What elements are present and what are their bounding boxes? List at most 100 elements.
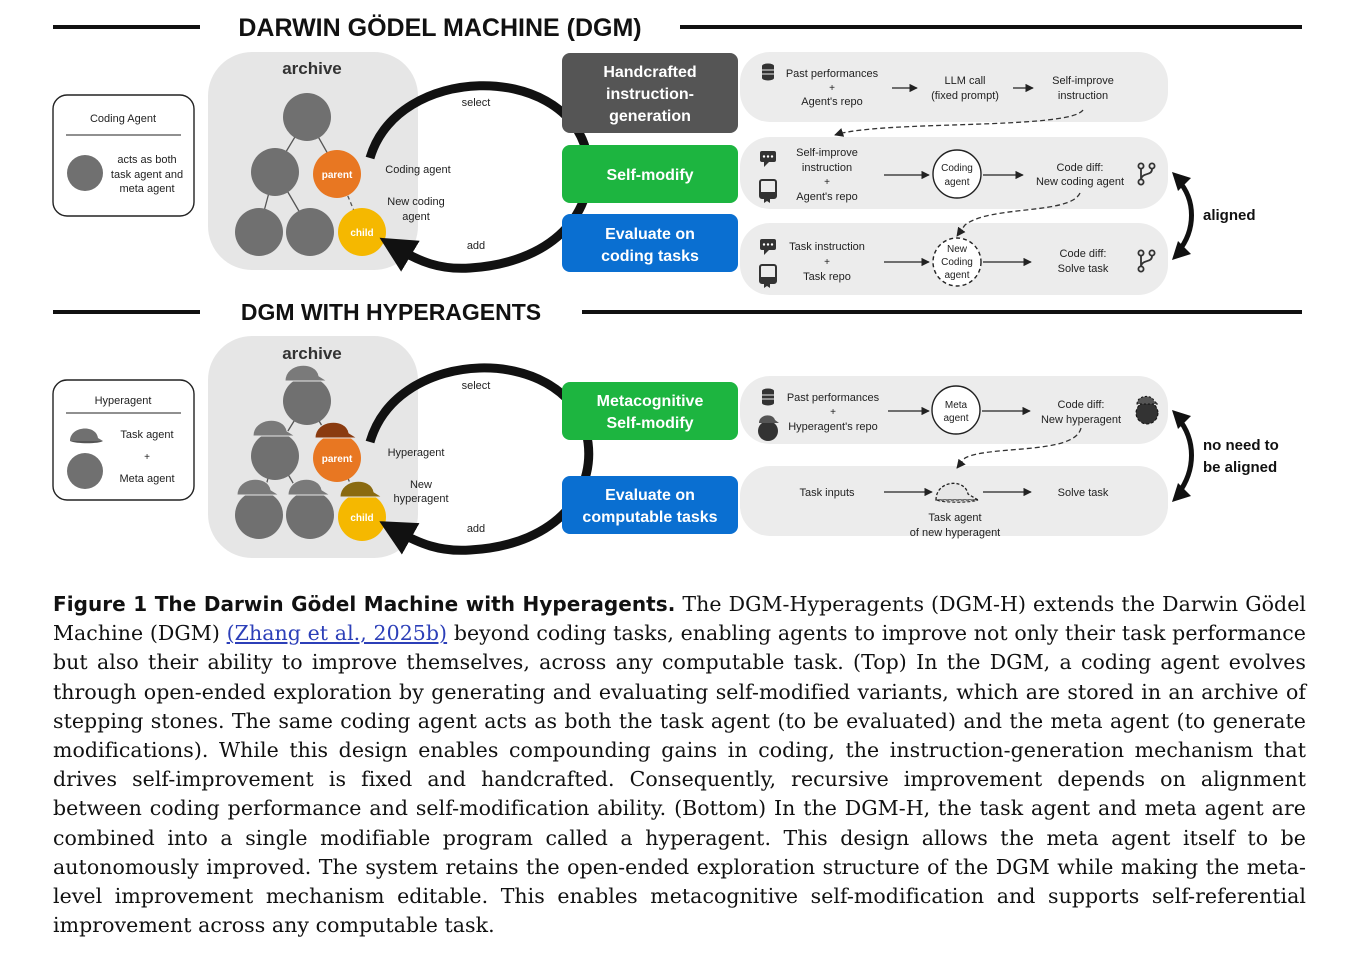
caption-text: The DGM-Hyperagents (DGM-H) extends the … (53, 592, 1306, 646)
archive-node (286, 478, 334, 539)
loop-select-label: select (462, 380, 491, 392)
caption-label: Figure 1 The Darwin Gödel Machine with H… (53, 592, 676, 616)
aligned-indicator: aligned (1172, 172, 1256, 260)
row-input: Hyperagent's repo (788, 421, 878, 433)
row-input: Task instruction (789, 241, 865, 253)
agent-label: Coding (941, 257, 973, 268)
agent-label: agent (944, 177, 969, 188)
loop-lower-label: New (410, 479, 432, 491)
row-input: Task inputs (799, 487, 855, 499)
legend-task-agent: Task agent (120, 429, 173, 441)
row-output: Solve task (1058, 263, 1109, 275)
bottom-row-evaluate: Task inputs Solve task Task agent of new… (799, 482, 1109, 539)
no-alignment-indicator: no need to be aligned (1172, 410, 1279, 502)
legend-plus: + (144, 452, 150, 463)
loop-select-label: select (462, 97, 491, 109)
archive-node (235, 208, 283, 256)
stage-evaluate-computable-tasks: Evaluate on computable tasks (562, 476, 738, 534)
loop-add-label: add (467, 240, 485, 252)
row-input: Agent's repo (796, 191, 857, 203)
parent-node: parent (313, 421, 361, 482)
row-output: instruction (1058, 90, 1108, 102)
llm-call-label: (fixed prompt) (931, 90, 999, 102)
task-agent-cap-icon (70, 428, 103, 444)
task-agent-cap-icon (935, 482, 981, 503)
loop-upper-label: Coding agent (385, 164, 450, 176)
hyperagent-icon (758, 415, 779, 441)
row-output: New hyperagent (1041, 414, 1121, 426)
row-input: + (824, 177, 830, 188)
row-output: Self-improve (1052, 75, 1114, 87)
row-output: New coding agent (1036, 176, 1124, 188)
citation-link[interactable]: (Zhang et al., 2025b) (226, 621, 448, 646)
row-input: Past performances (787, 392, 880, 404)
legend-meta-agent: Meta agent (119, 473, 174, 485)
hyperagent-legend: Hyperagent Task agent + Meta agent (52, 379, 195, 501)
legend-title: Hyperagent (95, 395, 152, 407)
legend-desc-line: meta agent (119, 183, 174, 195)
agent-label: Meta (945, 400, 968, 411)
stage-evaluate-coding-tasks: Evaluate on coding tasks (562, 214, 738, 272)
loop-upper-label: Hyperagent (388, 447, 445, 459)
stage-label: generation (609, 108, 691, 125)
child-node-label: child (350, 228, 373, 239)
meta-agent-node (931, 385, 981, 435)
no-alignment-label: be aligned (1203, 459, 1277, 476)
stage-label: Evaluate on (605, 487, 695, 504)
agent-label: agent (943, 413, 968, 424)
row-input: Task repo (803, 271, 851, 283)
figure-caption: Figure 1 The Darwin Gödel Machine with H… (53, 590, 1306, 940)
stage-label: computable tasks (582, 509, 717, 526)
stage-label: Handcrafted (603, 64, 696, 81)
agent-label: Coding (941, 163, 973, 174)
new-coding-agent-node (932, 237, 982, 287)
task-agent-label: of new hyperagent (910, 527, 1001, 539)
coding-agent-legend: Coding Agent acts as both task agent and… (52, 94, 195, 217)
parent-node-label: parent (322, 170, 353, 181)
archive-node (251, 148, 299, 196)
caption-text: beyond coding tasks, enabling agents to … (53, 621, 1306, 938)
archive-label: archive (282, 59, 342, 78)
top-section: DARWIN GÖDEL MACHINE (DGM) Coding Agent … (52, 13, 1302, 295)
stage-handcrafted-instruction-generation: Handcrafted instruction- generation (562, 53, 738, 133)
top-row-instruction-generation: Past performances + Agent's repo LLM cal… (762, 63, 1114, 108)
child-node: child (338, 480, 386, 541)
row-output: Solve task (1058, 487, 1109, 499)
row-output: Code diff: (1058, 399, 1105, 411)
bottom-section-title: DGM WITH HYPERAGENTS (241, 299, 541, 325)
loop-lower-label: New coding (387, 196, 444, 208)
archive-node (283, 93, 331, 141)
archive-node (286, 208, 334, 256)
legend-desc-line: task agent and (111, 169, 183, 181)
top-section-title: DARWIN GÖDEL MACHINE (DGM) (238, 13, 641, 42)
row-input: Self-improve (796, 147, 858, 159)
new-hyperagent-icon (1135, 396, 1160, 425)
child-node (338, 208, 386, 256)
no-alignment-label: no need to (1203, 437, 1279, 454)
agent-label: New (947, 244, 968, 255)
task-agent-label: Task agent (928, 512, 981, 524)
child-node-label: child (350, 513, 373, 524)
archive-label: archive (282, 344, 342, 363)
database-icon (762, 63, 774, 81)
top-row-evaluate: Task instruction + Task repo New Coding … (759, 237, 1156, 288)
git-branch-icon (1137, 162, 1156, 186)
coding-agent-icon (67, 155, 103, 191)
database-icon (762, 388, 774, 406)
stage-label: Self-modify (606, 415, 693, 432)
row-output: Code diff: (1057, 162, 1104, 174)
git-branch-icon (1137, 249, 1156, 273)
row-panel (740, 52, 1168, 122)
stage-label: Self-modify (606, 167, 693, 184)
aligned-label: aligned (1203, 207, 1256, 224)
row-input: + (829, 83, 835, 94)
row-input: + (830, 407, 836, 418)
stage-label: Metacognitive (597, 393, 704, 410)
agent-label: agent (944, 270, 969, 281)
loop-lower-label: agent (402, 211, 430, 223)
archive-node (283, 364, 331, 425)
coding-agent-node (932, 149, 982, 199)
row-input: + (824, 257, 830, 268)
archive-node (251, 419, 299, 480)
top-row-self-modify: Self-improve instruction + Agent's repo … (759, 147, 1156, 203)
